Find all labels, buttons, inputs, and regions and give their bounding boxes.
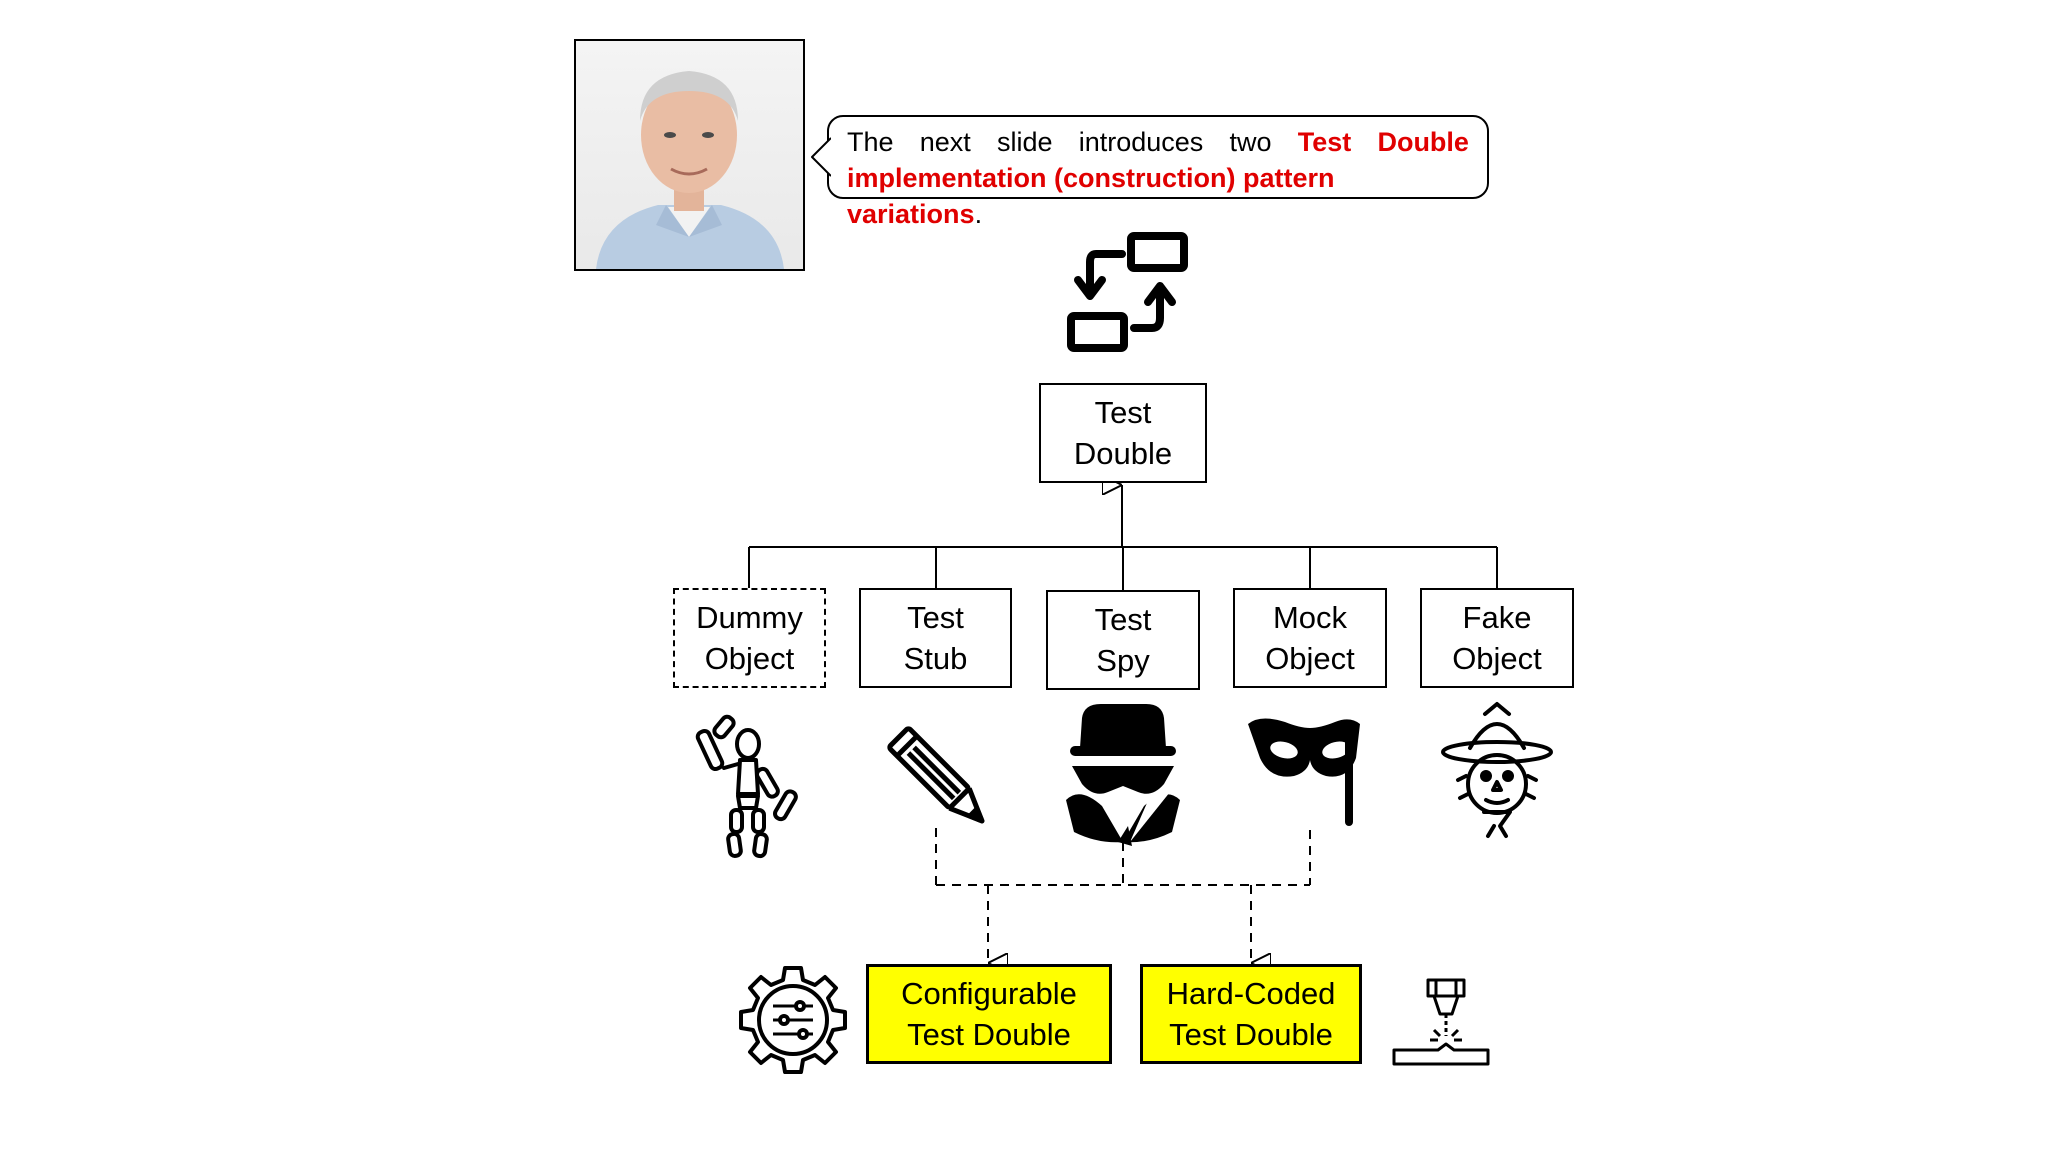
test-spy-box: Test Spy: [1046, 590, 1200, 690]
box-label-line2: Stub: [903, 641, 968, 676]
speech-bubble-pointer: [811, 137, 831, 177]
box-label-line2: Object: [1452, 641, 1542, 676]
hard-coded-test-double-box: Hard-Coded Test Double: [1140, 964, 1362, 1064]
masquerade-mask-icon: [1248, 718, 1360, 826]
box-label-line1: Dummy: [696, 600, 803, 635]
box-label-line2: Object: [1265, 641, 1355, 676]
box-label-line1: Test: [907, 600, 964, 635]
box-label-line1: Configurable: [901, 976, 1077, 1011]
swap-icon: [1067, 232, 1188, 352]
mock-object-box: Mock Object: [1233, 588, 1387, 688]
box-label-line1: Mock: [1272, 600, 1348, 635]
bubble-highlight-word: Double: [1377, 127, 1469, 157]
bubble-highlight-word: Test: [1297, 127, 1352, 157]
bubble-word: introduces: [1078, 127, 1204, 157]
bubble-word: The: [847, 127, 894, 157]
generalization-tree: [748, 485, 1498, 590]
test-double-box: Test Double: [1039, 383, 1207, 483]
box-label-line1: Hard-Coded: [1166, 976, 1336, 1011]
box-label-line1: Fake: [1462, 600, 1532, 635]
box-label-line1: Test: [1094, 602, 1152, 637]
speech-bubble: The next slide introduces two Test Doubl…: [811, 115, 1489, 229]
spy-icon: [1066, 703, 1180, 846]
box-label-line2: Double: [1073, 436, 1173, 471]
presenter-portrait: [596, 71, 784, 269]
dummy-object-box: Dummy Object: [673, 588, 826, 688]
fake-object-box: Fake Object: [1420, 588, 1574, 688]
wooden-mannequin-icon: [695, 714, 798, 859]
bubble-line-2: implementation (construction) pattern va…: [847, 160, 1469, 232]
gear-sliders-icon: [739, 966, 847, 1074]
configurable-test-double-box: Configurable Test Double: [866, 964, 1112, 1064]
box-label-line2: Object: [704, 641, 795, 676]
box-label-line2: Test Double: [1169, 1017, 1333, 1052]
test-stub-box: Test Stub: [859, 588, 1012, 688]
implementation-connectors: [935, 828, 1311, 963]
bubble-word: next: [919, 127, 971, 157]
box-label-line2: Spy: [1096, 643, 1150, 678]
scarecrow-icon: [1441, 702, 1553, 838]
bubble-word: two: [1229, 127, 1272, 157]
bubble-period: .: [974, 199, 983, 229]
box-label-line2: Test Double: [907, 1017, 1071, 1052]
bubble-word: slide: [996, 127, 1053, 157]
bubble-line-1: The next slide introduces two Test Doubl…: [847, 124, 1469, 160]
pencil-icon: [887, 726, 985, 824]
box-label-line1: Test: [1094, 395, 1152, 430]
presenter-photo: [574, 39, 805, 271]
bubble-highlight-phrase: implementation (construction) pattern va…: [847, 163, 1335, 229]
laser-engraving-icon: [1392, 978, 1490, 1066]
